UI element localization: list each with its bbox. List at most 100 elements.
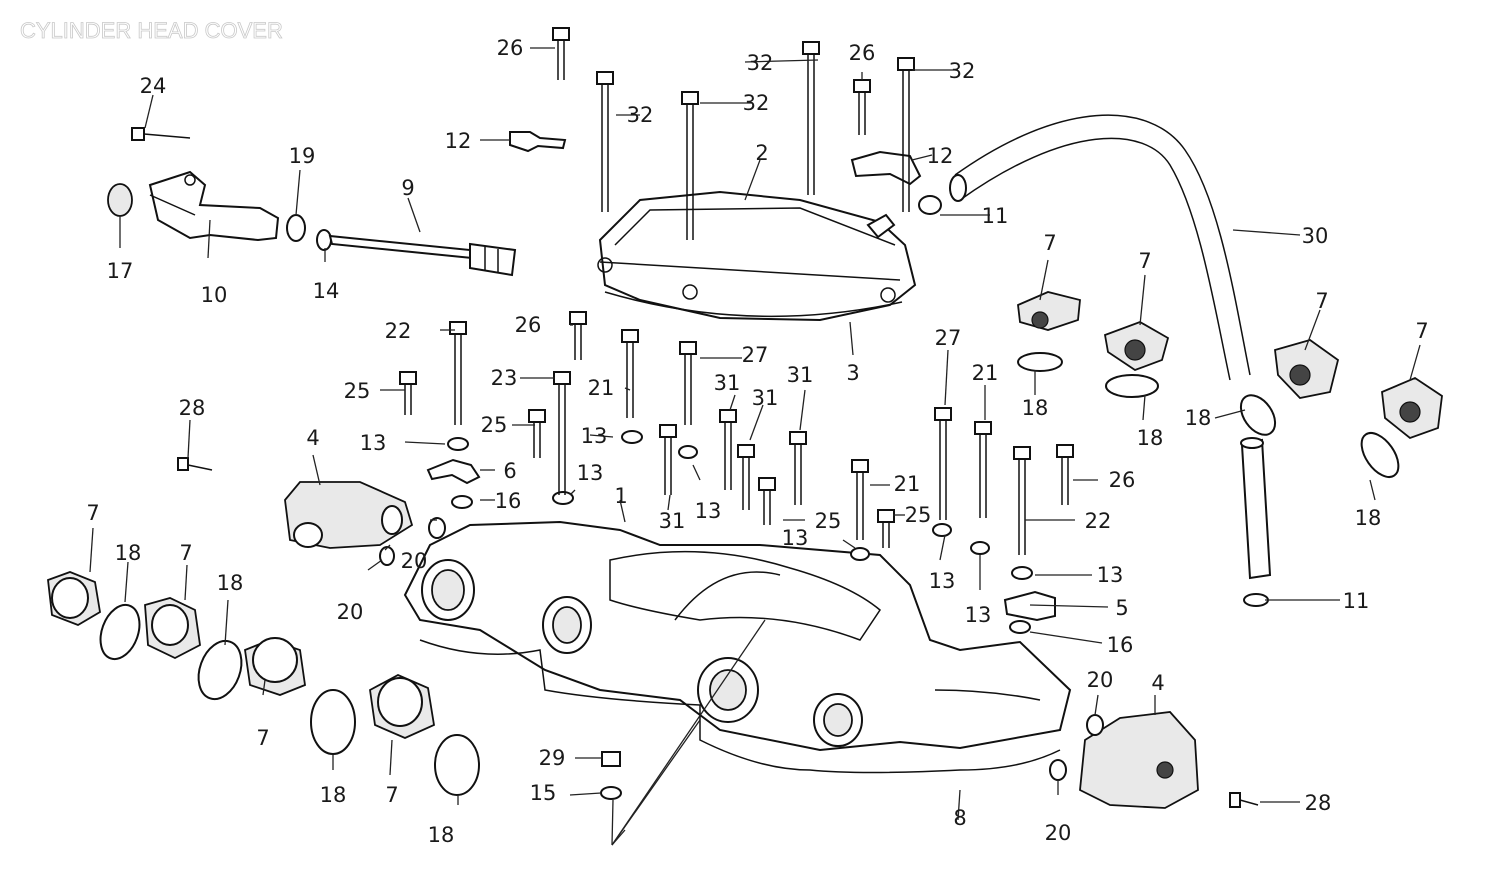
callout-label-9-12: 9 bbox=[401, 176, 414, 200]
part-1-manifold bbox=[403, 520, 1072, 752]
leader-line-76 bbox=[957, 789, 961, 821]
callout-label-13-51: 13 bbox=[782, 526, 809, 550]
callout-label-7-60: 7 bbox=[86, 501, 99, 525]
part-9-shaft bbox=[328, 234, 517, 277]
leader-line-24 bbox=[1142, 394, 1146, 421]
callout-label-30-11: 30 bbox=[1302, 224, 1329, 248]
callout-label-18-23: 18 bbox=[1022, 396, 1049, 420]
part-7-cap-d bbox=[1381, 376, 1443, 440]
part-20-ring-c bbox=[1086, 714, 1104, 736]
leader-line-35 bbox=[799, 389, 806, 431]
callout-label-22-27: 22 bbox=[385, 319, 412, 343]
bolt-23 bbox=[1013, 446, 1031, 555]
part-13-washer-c bbox=[621, 430, 643, 444]
leader-line-13 bbox=[207, 219, 211, 259]
leader-lines-layer bbox=[89, 47, 1421, 846]
callout-label-25-48: 25 bbox=[815, 509, 842, 533]
bolt-18 bbox=[789, 431, 807, 505]
callout-label-12-9: 12 bbox=[927, 144, 954, 168]
part-18-ring-d bbox=[1360, 432, 1400, 478]
leader-line-78 bbox=[569, 792, 602, 796]
leader-line-52 bbox=[939, 534, 946, 561]
callout-label-5-57: 5 bbox=[1115, 596, 1128, 620]
bolt-15 bbox=[719, 409, 737, 490]
callout-label-3-18: 3 bbox=[846, 361, 859, 385]
callout-label-10-13: 10 bbox=[201, 283, 228, 307]
bolt-10 bbox=[621, 329, 639, 418]
callout-label-32-5: 32 bbox=[949, 59, 976, 83]
part-20-ring-d bbox=[1049, 759, 1067, 781]
callout-label-13-53: 13 bbox=[965, 603, 992, 627]
bolt-4 bbox=[802, 41, 820, 195]
leader-line-20 bbox=[1139, 274, 1146, 326]
part-13-washer-h bbox=[1011, 566, 1033, 580]
leader-line-59 bbox=[619, 499, 626, 523]
part-7-cap-g bbox=[244, 637, 306, 696]
bolt-21 bbox=[934, 407, 952, 520]
part-16-washer-a bbox=[451, 495, 473, 509]
leader-line-17 bbox=[144, 94, 154, 129]
callout-label-21-34: 21 bbox=[972, 361, 999, 385]
callout-label-11-10: 11 bbox=[982, 204, 1009, 228]
callout-label-18-69: 18 bbox=[428, 823, 455, 847]
part-13-washer-e bbox=[850, 547, 870, 561]
part-7-cap-h bbox=[369, 674, 435, 739]
leader-line-82 bbox=[611, 619, 766, 846]
part-12-clip-right bbox=[850, 150, 922, 186]
callout-label-8-75: 8 bbox=[953, 806, 966, 830]
callout-label-15-77: 15 bbox=[530, 781, 557, 805]
part-18-ring-a bbox=[1017, 352, 1063, 372]
callout-label-7-19: 7 bbox=[1043, 231, 1056, 255]
callout-label-11-73: 11 bbox=[1343, 589, 1370, 613]
callout-label-6-41: 6 bbox=[503, 459, 516, 483]
part-28-bolt-left bbox=[177, 457, 213, 471]
part-13-washer-d bbox=[678, 445, 698, 459]
callout-label-32-3: 32 bbox=[743, 91, 770, 115]
part-hose-short bbox=[1240, 437, 1272, 580]
callout-label-13-44: 13 bbox=[581, 424, 608, 448]
callout-label-7-64: 7 bbox=[256, 726, 269, 750]
callout-label-16-42: 16 bbox=[495, 489, 522, 513]
leader-line-9 bbox=[911, 154, 933, 161]
diagram-title: CYLINDER HEAD COVER bbox=[20, 18, 283, 43]
callout-label-32-4: 32 bbox=[747, 51, 774, 75]
part-28-bolt-right bbox=[1229, 792, 1259, 808]
callout-label-25-43: 25 bbox=[481, 413, 508, 437]
callout-label-21-49: 21 bbox=[894, 472, 921, 496]
part-13-washer-g bbox=[970, 541, 990, 555]
leader-line-70 bbox=[367, 559, 383, 571]
callout-label-13-56: 13 bbox=[1097, 563, 1124, 587]
part-16-washer-b bbox=[1009, 620, 1031, 634]
callout-label-19-16: 19 bbox=[289, 144, 316, 168]
bolt-20 bbox=[877, 509, 895, 548]
part-20-ring-b bbox=[379, 546, 395, 566]
bolt-9 bbox=[569, 311, 587, 360]
callout-label-20-66: 20 bbox=[401, 549, 428, 573]
callout-label-16-58: 16 bbox=[1107, 633, 1134, 657]
part-8-gasket bbox=[419, 639, 1061, 774]
parts-layer bbox=[47, 114, 1443, 809]
callout-label-7-62: 7 bbox=[179, 541, 192, 565]
leader-line-45 bbox=[569, 489, 576, 496]
leader-line-25 bbox=[1214, 409, 1246, 419]
leader-line-11 bbox=[1232, 229, 1301, 236]
part-2-head-cover bbox=[597, 190, 917, 322]
leader-line-18 bbox=[849, 321, 854, 356]
bolt-22 bbox=[974, 421, 992, 518]
callout-label-27-33: 27 bbox=[935, 326, 962, 350]
bolt-7 bbox=[449, 321, 467, 425]
part-13-washer-f bbox=[932, 523, 952, 537]
part-7-cap-a bbox=[1017, 291, 1081, 331]
part-20-ring-a bbox=[428, 517, 446, 539]
callout-label-31-35: 31 bbox=[787, 363, 814, 387]
callout-label-20-70: 20 bbox=[1087, 668, 1114, 692]
callout-label-18-67: 18 bbox=[320, 783, 347, 807]
callout-label-31-37: 31 bbox=[752, 386, 779, 410]
part-18-ring-b bbox=[1105, 374, 1159, 398]
callout-label-31-47: 31 bbox=[659, 509, 686, 533]
bolt-2 bbox=[596, 71, 614, 212]
leader-line-79 bbox=[611, 799, 614, 846]
callout-label-28-38: 28 bbox=[179, 396, 206, 420]
callout-label-14-14: 14 bbox=[313, 279, 340, 303]
